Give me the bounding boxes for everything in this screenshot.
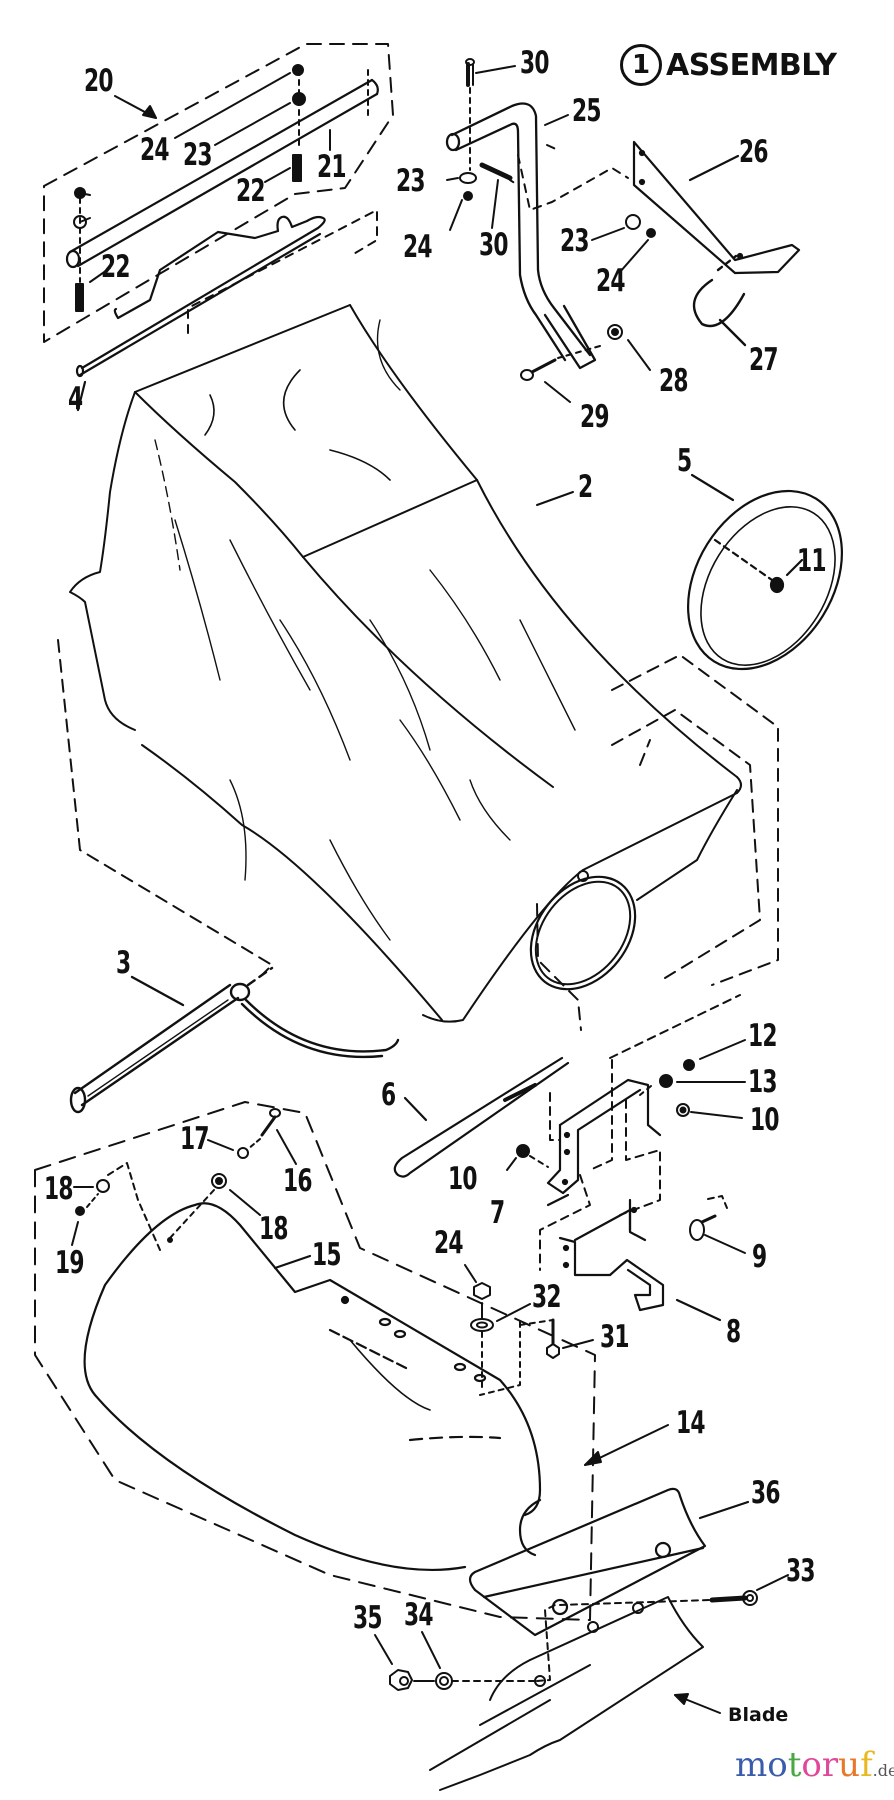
motoruf-watermark: motoruf.de bbox=[735, 1748, 894, 1782]
callout-30: 30 bbox=[479, 227, 508, 263]
callout-19: 19 bbox=[55, 1245, 84, 1281]
callout-35: 35 bbox=[353, 1600, 382, 1636]
callout-36: 36 bbox=[751, 1475, 780, 1511]
grass-bag-2-shape bbox=[69, 304, 742, 1023]
callout-3: 3 bbox=[116, 945, 131, 981]
callout-16: 16 bbox=[283, 1163, 312, 1199]
leader-14 bbox=[584, 1424, 669, 1466]
adapter-36-shape bbox=[468, 1487, 750, 1637]
hardware-28-29 bbox=[520, 324, 651, 403]
bracket-26-shape bbox=[632, 140, 801, 275]
callout-12: 12 bbox=[748, 1018, 777, 1054]
bolt-33-shape bbox=[559, 1574, 789, 1606]
hardware-24-32-31 bbox=[464, 1264, 594, 1396]
clip-27-shape bbox=[692, 254, 747, 347]
assembly-number-circle: 1 bbox=[620, 44, 662, 86]
callout-5: 5 bbox=[677, 443, 692, 479]
bag-outline bbox=[57, 639, 779, 1031]
callout-15: 15 bbox=[312, 1237, 341, 1273]
callout-11: 11 bbox=[797, 543, 826, 579]
callout-4: 4 bbox=[68, 381, 83, 417]
callout-30: 30 bbox=[520, 45, 549, 81]
blade-shape bbox=[429, 1596, 721, 1791]
callout-6: 6 bbox=[381, 1077, 396, 1113]
callout-18: 18 bbox=[44, 1171, 73, 1207]
watermark-letter: t bbox=[787, 1745, 802, 1785]
callout-23: 23 bbox=[396, 163, 425, 199]
handle-25-shape bbox=[445, 102, 597, 370]
callout-22: 22 bbox=[101, 249, 130, 285]
assembly-title-text: ASSEMBLY bbox=[666, 47, 837, 83]
bolt-9-shape bbox=[689, 1195, 746, 1254]
callout-33: 33 bbox=[786, 1553, 815, 1589]
watermark-letter: u bbox=[838, 1745, 861, 1785]
handle-bracket-outline bbox=[187, 209, 378, 334]
callout-17: 17 bbox=[180, 1121, 209, 1157]
callout-14: 14 bbox=[676, 1405, 705, 1441]
group-20-boundary bbox=[43, 43, 394, 343]
callout-7: 7 bbox=[490, 1195, 505, 1231]
callout-28: 28 bbox=[659, 363, 688, 399]
callout-34: 34 bbox=[404, 1597, 433, 1633]
callout-32: 32 bbox=[532, 1279, 561, 1315]
callout-8: 8 bbox=[726, 1314, 741, 1350]
leader-2 bbox=[536, 491, 574, 506]
callout-23: 23 bbox=[560, 223, 589, 259]
watermark-letters: motoruf bbox=[735, 1745, 873, 1785]
handle-4-shape bbox=[75, 215, 326, 412]
callout-31: 31 bbox=[600, 1319, 629, 1355]
callout-9: 9 bbox=[752, 1239, 767, 1275]
hardware-16-19 bbox=[71, 1108, 297, 1251]
callout-10: 10 bbox=[750, 1102, 779, 1138]
callout-24: 24 bbox=[403, 229, 432, 265]
ring-5-shape bbox=[687, 473, 843, 671]
bracket-8-shape bbox=[558, 1198, 722, 1322]
callout-10: 10 bbox=[448, 1161, 477, 1197]
callout-24: 24 bbox=[596, 263, 625, 299]
callout-25: 25 bbox=[572, 93, 601, 129]
hardware-23-24-right bbox=[591, 214, 656, 273]
callout-2: 2 bbox=[578, 469, 593, 505]
callout-29: 29 bbox=[580, 399, 609, 435]
callout-20: 20 bbox=[84, 63, 113, 99]
hardware-34-35 bbox=[374, 1604, 556, 1691]
hardware-23-24-left bbox=[446, 172, 477, 231]
watermark-letter: m bbox=[735, 1745, 768, 1785]
leader-25 bbox=[544, 114, 569, 126]
callout-24: 24 bbox=[140, 132, 169, 168]
bolt-30-lower bbox=[479, 162, 517, 229]
watermark-letter: f bbox=[860, 1745, 873, 1785]
callout-21: 21 bbox=[317, 149, 346, 185]
stay-3-shape bbox=[69, 966, 400, 1114]
callout-22: 22 bbox=[236, 173, 265, 209]
blade-label: Blade bbox=[728, 1704, 789, 1726]
watermark-letter: o bbox=[801, 1745, 822, 1785]
callout-24: 24 bbox=[434, 1225, 463, 1261]
leader-20 bbox=[114, 95, 157, 119]
callout-18: 18 bbox=[259, 1211, 288, 1247]
bracket-26-outline bbox=[517, 144, 629, 211]
callout-26: 26 bbox=[739, 134, 768, 170]
watermark-suffix: .de bbox=[872, 1761, 894, 1780]
rod-6-shape bbox=[393, 1056, 570, 1178]
callout-27: 27 bbox=[749, 342, 778, 378]
callout-13: 13 bbox=[748, 1064, 777, 1100]
deflector-15-shape bbox=[83, 1202, 542, 1572]
callout-23: 23 bbox=[183, 137, 212, 173]
watermark-letter: r bbox=[821, 1745, 839, 1785]
bolt-30-top bbox=[465, 58, 516, 171]
deflector-14-outline bbox=[34, 1101, 596, 1621]
leaders-group-20 bbox=[79, 72, 331, 283]
bracket-7-shape bbox=[546, 1078, 662, 1207]
assembly-title: 1 ASSEMBLY bbox=[620, 44, 837, 86]
hardware-12-13-10 bbox=[506, 1039, 746, 1171]
bracket-7-outline bbox=[539, 994, 741, 1271]
watermark-letter: o bbox=[767, 1745, 788, 1785]
